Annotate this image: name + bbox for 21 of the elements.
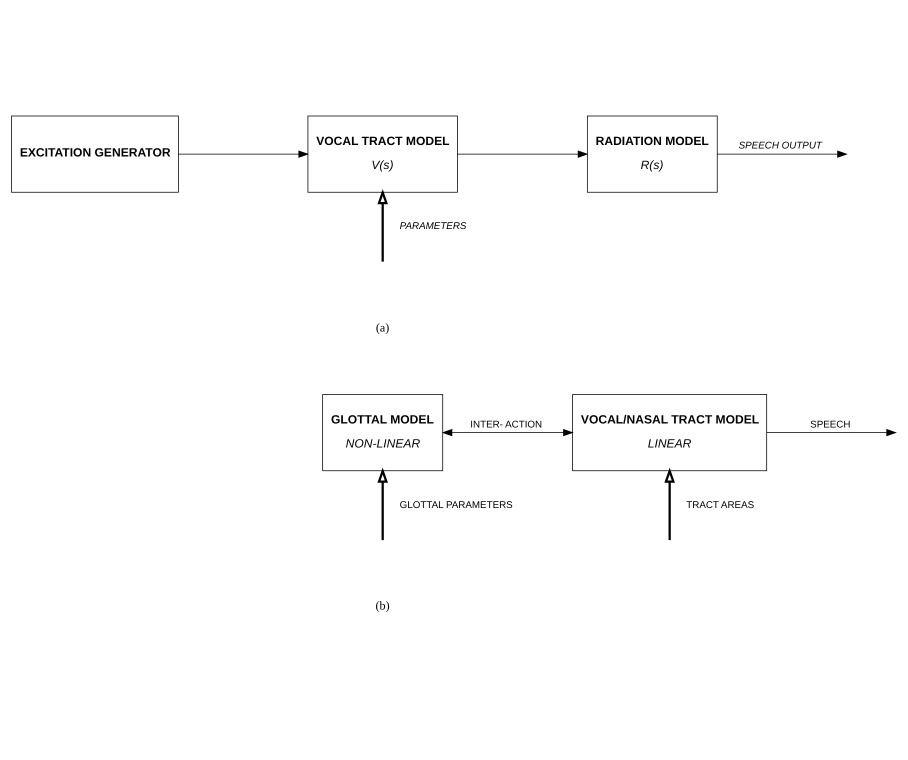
label: (b) — [376, 598, 390, 612]
node-box: GLOTTAL MODEL NON-LINEAR — [322, 394, 444, 471]
arrow — [178, 150, 310, 158]
edge-label: TRACT AREAS — [686, 500, 754, 511]
arrow — [664, 467, 675, 540]
edge-label: INTER- ACTION — [470, 419, 542, 430]
arrow — [442, 428, 574, 436]
arrow — [717, 150, 848, 158]
arrow — [377, 188, 388, 262]
node-box: EXCITATION GENERATOR — [11, 115, 179, 192]
arrow — [766, 428, 897, 436]
edge-label: GLOTTAL PARAMETERS — [400, 500, 513, 511]
edge-label: PARAMETERS — [400, 220, 466, 232]
node-box: VOCAL TRACT MODEL V(s) — [308, 115, 458, 192]
node-box: VOCAL/NASAL TRACT MODEL LINEAR — [572, 394, 768, 471]
label: (a) — [376, 320, 390, 334]
arrow — [457, 150, 588, 158]
edge-label: SPEECH OUTPUT — [738, 140, 822, 151]
node-box: RADIATION MODEL R(s) — [586, 115, 718, 192]
edge-label: SPEECH — [810, 419, 850, 430]
arrow — [377, 467, 388, 540]
